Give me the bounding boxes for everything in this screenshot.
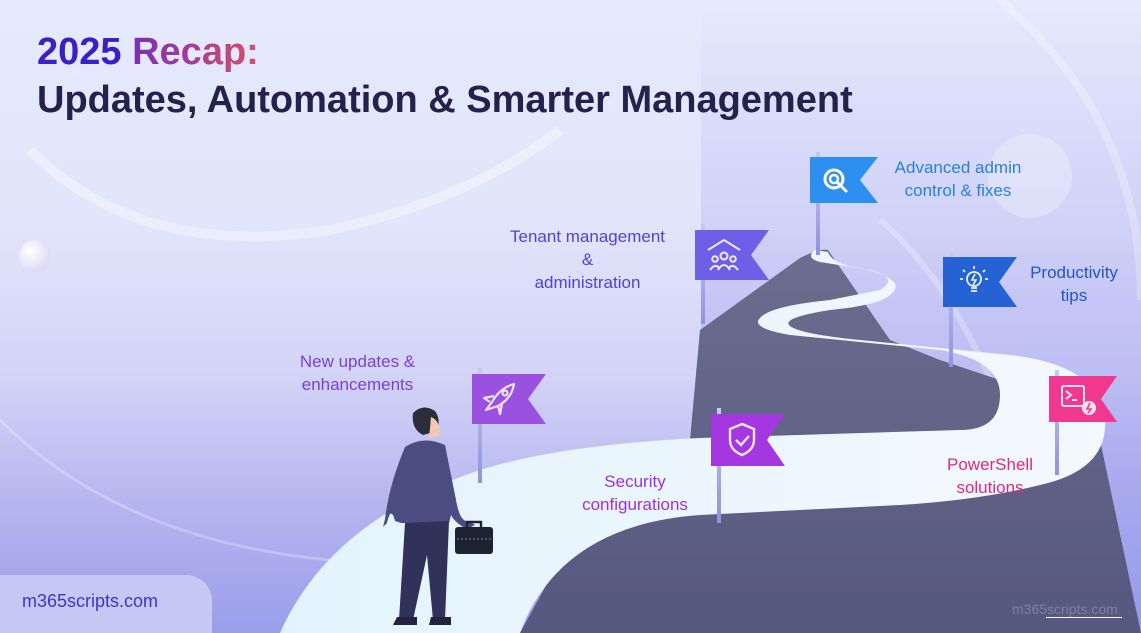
flag-new-updates xyxy=(472,374,546,424)
gear-wrench-icon xyxy=(823,168,848,193)
users-house-icon xyxy=(707,238,741,271)
flag-tenant-management xyxy=(695,230,769,280)
flag-pole xyxy=(478,368,482,483)
flag-pole xyxy=(949,252,953,367)
flag-pole xyxy=(816,152,820,255)
flag-pole xyxy=(1055,370,1059,475)
flag-advanced-admin xyxy=(810,157,878,203)
milestone-label-powershell: PowerShell solutions xyxy=(947,455,1033,497)
flag-powershell xyxy=(1049,376,1117,422)
title-year: 2025 xyxy=(37,31,122,73)
milestone-label-advanced-admin: Advanced admin control & fixes xyxy=(894,158,1022,200)
footer-site-badge[interactable]: m365scripts.com xyxy=(0,575,212,633)
footer-site-link[interactable]: m365scripts.com xyxy=(22,591,159,611)
rocket-icon xyxy=(482,382,516,416)
powershell-icon xyxy=(1061,385,1085,407)
milestone-label-tenant-management: Tenant management & administration xyxy=(510,227,665,292)
milestone-label-productivity-tips: Productivity tips xyxy=(1030,263,1118,305)
flag-productivity-tips xyxy=(943,257,1017,307)
watermark-underline xyxy=(1046,617,1122,618)
bubble-decoration-2 xyxy=(988,134,1072,218)
flag-security xyxy=(711,414,785,466)
person-with-briefcase-illustration xyxy=(383,407,493,625)
title-subtitle: Updates, Automation & Smarter Management xyxy=(37,78,853,121)
title-recap: Recap: xyxy=(132,31,259,73)
milestone-label-security: Security configurations xyxy=(582,472,688,514)
page-title: 2025 Recap: Updates, Automation & Smarte… xyxy=(37,30,853,123)
lightbulb-icon xyxy=(960,266,988,292)
shield-check-icon xyxy=(728,422,756,457)
milestone-label-new-updates: New updates & enhancements xyxy=(299,352,416,394)
watermark-text: m365scripts.com xyxy=(1012,601,1118,617)
bubble-decoration xyxy=(19,240,51,272)
